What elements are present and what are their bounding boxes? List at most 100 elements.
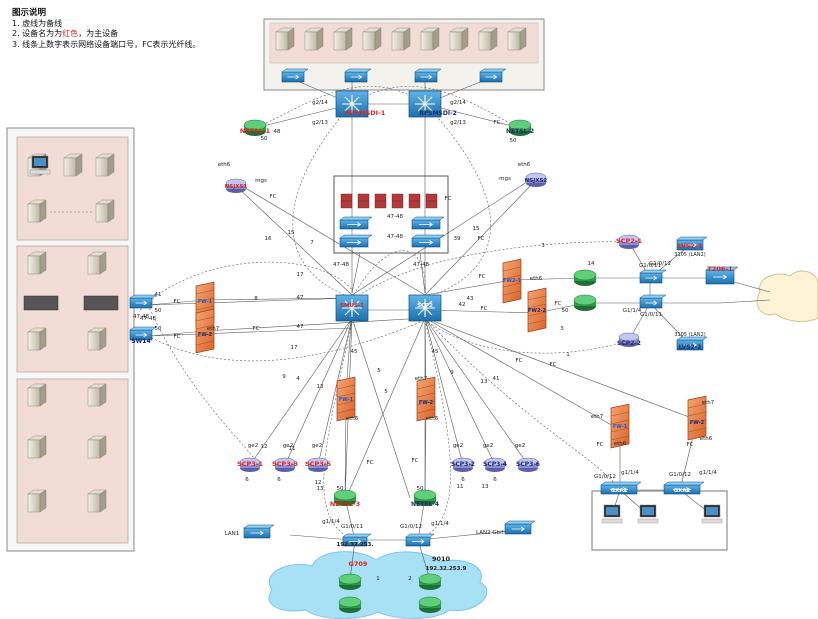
server-side (432, 27, 440, 51)
switch-top (676, 336, 708, 341)
port-label-eth6: eth6 (426, 416, 439, 422)
server-side (39, 327, 47, 351)
port-label-p3: 3 (560, 326, 564, 332)
switch-top (129, 294, 157, 299)
switch-arrow-icon (419, 222, 434, 227)
screen (706, 507, 718, 515)
port-label-p7: 7 (310, 240, 314, 246)
rack-server (304, 27, 324, 51)
port-label-p47: 47 (297, 324, 304, 330)
port-label-g1_1_4: g1/1/4 (322, 519, 340, 525)
server-side (345, 27, 353, 51)
port-label-p47_48: 47-48 (387, 234, 403, 240)
cluster-firewall (425, 193, 438, 209)
switch-arrow-icon (412, 539, 425, 544)
cluster-firewall (340, 193, 353, 209)
switch-arrow-icon (610, 487, 628, 492)
switch-arrow-icon (645, 300, 658, 306)
left-server (27, 327, 47, 351)
port-label-p15: 15 (473, 226, 480, 232)
scp-top (307, 457, 329, 467)
scp-top (618, 234, 640, 244)
port-label-ge2: ge2 (483, 443, 493, 449)
server-front (27, 203, 41, 223)
switch-top (504, 520, 536, 525)
port-label-p13: 13 (317, 486, 324, 492)
router-netsl-4 (413, 489, 437, 506)
label-t206: T206-1 (707, 265, 733, 273)
port-label-p50: 50 (155, 308, 162, 314)
cloud-router-4 (418, 596, 442, 613)
port-label-p47: 47 (297, 295, 304, 301)
backup-link (292, 103, 353, 299)
port-label-p15: 15 (288, 230, 295, 236)
router-top (573, 294, 597, 306)
keyboard (29, 169, 51, 175)
scp-top (618, 332, 640, 342)
link-line (289, 534, 353, 541)
firewall-brick-line (336, 384, 356, 390)
port-label-p14: 14 (588, 261, 595, 267)
label-firewall-c2: FW-2 (419, 400, 434, 406)
agg-switch-1 (335, 90, 369, 118)
client-pc (601, 504, 623, 524)
switch-top (129, 326, 157, 331)
firewall-brick-line (195, 289, 215, 295)
router-netsl-2 (508, 119, 532, 136)
backup-link (351, 250, 426, 299)
backup-link (254, 86, 426, 129)
scp-node (618, 234, 640, 249)
label-lvs-2: LVS2-2 (679, 344, 702, 351)
core-switch-1 (335, 294, 369, 322)
scp-node (307, 457, 329, 472)
link-line (417, 529, 521, 541)
left-pc (29, 155, 51, 175)
switch-top (411, 234, 445, 239)
firewall-brick-line (527, 295, 547, 301)
server-side (490, 27, 498, 51)
label-firewall-b1: FW2-1 (503, 278, 521, 284)
firewall-brick-line (527, 311, 547, 317)
server-side (39, 251, 47, 275)
scp-node (274, 457, 296, 472)
link-line (424, 409, 427, 499)
link-line (351, 252, 361, 294)
label-firewall-c1: FW-1 (339, 397, 354, 403)
firewall-brick-line (195, 305, 215, 311)
left-server (87, 489, 107, 513)
switch-arrow-icon (287, 74, 300, 80)
router-top (573, 269, 597, 281)
switch-top (639, 294, 667, 299)
cloud-router-2 (418, 573, 442, 590)
firewall-brick-line (195, 297, 215, 303)
scp-top (517, 457, 539, 467)
label-firewall-d2: FW-2 (690, 420, 705, 426)
router-top (338, 596, 362, 608)
firewall-brick-line (195, 324, 215, 330)
screen (606, 507, 618, 515)
backup-link (424, 317, 621, 491)
router-top (413, 489, 437, 501)
label-core-switch-1: SMUS-1 (340, 303, 364, 309)
firewall-brick-line (502, 274, 522, 280)
server-side (75, 153, 83, 177)
link-line (349, 539, 356, 581)
router-right-2 (573, 294, 597, 311)
cluster-firewall (357, 193, 370, 209)
server-side (39, 435, 47, 459)
firewall-b1 (502, 258, 522, 304)
port-label-p13: 13 (481, 379, 488, 385)
firewall-brick-line (416, 384, 436, 390)
router-top (418, 573, 442, 585)
port-label-p5: 5 (377, 368, 381, 374)
gxa-switch-2 (663, 481, 705, 495)
rack-server (507, 27, 527, 51)
server-front (27, 493, 41, 513)
label-router-netsl-2: NETSL-2 (506, 128, 534, 135)
backup-link (147, 319, 426, 362)
rack-server (333, 27, 353, 51)
label-g709: G709 (349, 560, 368, 568)
port-label-p2: 2 (408, 576, 412, 582)
firewall-brick-line (336, 400, 356, 406)
backup-link (139, 261, 353, 311)
